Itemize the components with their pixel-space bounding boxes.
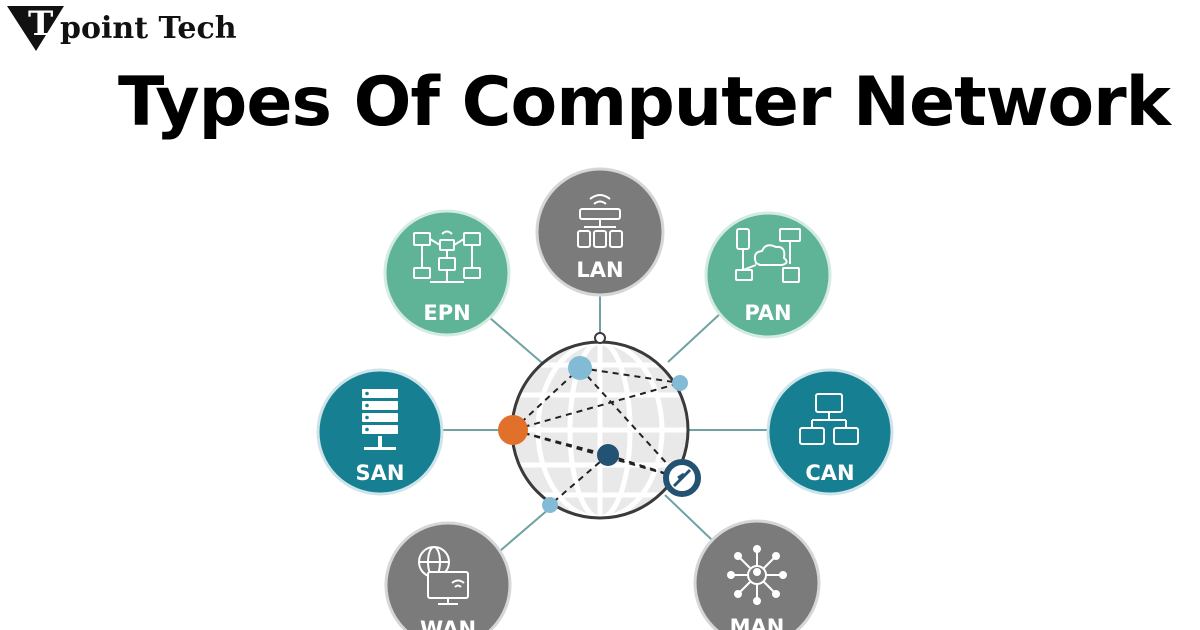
node-epn: EPN	[383, 209, 511, 337]
node-label-lan: LAN	[576, 258, 623, 282]
node-can: CAN	[766, 368, 894, 496]
globe-hub	[498, 332, 701, 520]
router-devices-icon	[577, 194, 623, 248]
node-label-san: SAN	[356, 461, 405, 485]
node-label-can: CAN	[805, 461, 854, 485]
brand-name: point Tech	[60, 10, 237, 46]
node-lan: LAN	[535, 167, 665, 297]
campus-network-icon	[799, 393, 859, 445]
server-rack-icon	[362, 389, 398, 450]
tpoint-logo-icon: T	[7, 4, 64, 51]
logo-letter: T	[28, 4, 53, 44]
page-title: Types Of Computer Network	[118, 63, 1171, 142]
node-label-pan: PAN	[744, 301, 791, 325]
brand-logo: T point Tech	[6, 2, 237, 54]
node-san: SAN	[316, 368, 444, 496]
node-label-man: MAN	[730, 615, 785, 630]
node-label-epn: EPN	[423, 301, 470, 325]
enterprise-network-icon	[413, 230, 481, 283]
node-label-wan: WAN	[420, 617, 476, 630]
node-man: MAN	[693, 519, 821, 630]
globe-monitor-icon	[418, 546, 469, 605]
node-pan: PAN	[704, 211, 832, 339]
hub-network-icon	[727, 545, 787, 605]
cloud-devices-icon	[735, 228, 801, 283]
node-wan: WAN	[384, 521, 512, 630]
